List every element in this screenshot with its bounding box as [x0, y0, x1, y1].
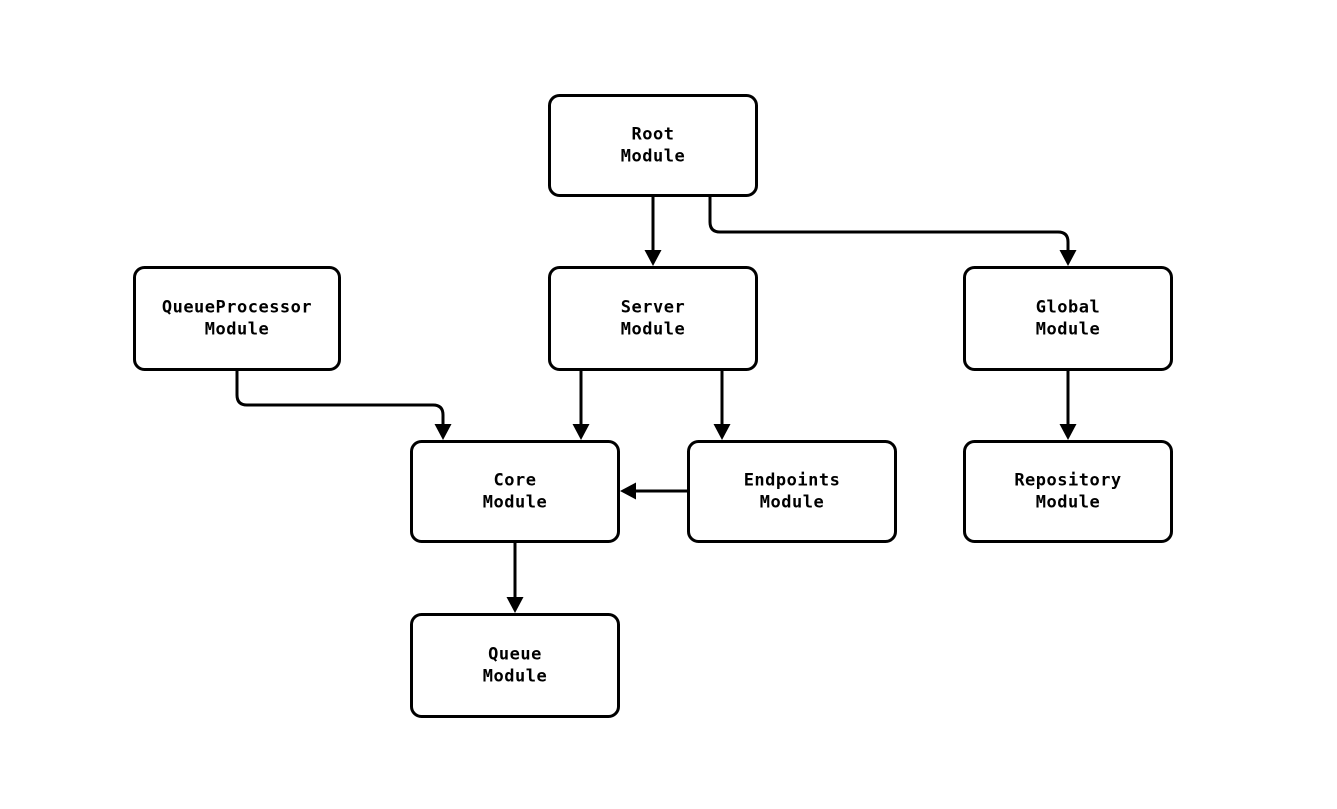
edge-line — [708, 197, 1070, 250]
node-label-line2: Module — [760, 493, 824, 513]
arrowhead-icon — [572, 424, 590, 440]
arrowhead-icon — [644, 250, 662, 266]
node-label-line1: Global — [1036, 298, 1100, 318]
node-label-line1: Core — [494, 471, 537, 491]
node-box[interactable] — [133, 266, 341, 371]
node-label-line1: Endpoints — [744, 471, 841, 491]
node-box[interactable] — [548, 94, 758, 197]
node-label-line2: Module — [1036, 320, 1100, 340]
node-label-line1: Root — [632, 125, 675, 145]
edge-root-to-server — [644, 197, 662, 266]
arrowhead-icon — [506, 597, 524, 613]
nodes-layer: RootModuleQueueProcessorModuleServerModu… — [133, 94, 1173, 718]
node-box[interactable] — [687, 440, 897, 543]
arrowhead-icon — [1059, 250, 1077, 266]
node-label-line2: Module — [621, 147, 685, 167]
node-label-line1: QueueProcessor — [162, 298, 312, 318]
node-label-line2: Module — [205, 320, 269, 340]
node-label-line1: Repository — [1014, 471, 1121, 491]
arrowhead-icon — [620, 482, 636, 500]
edge-server-to-endpoints — [713, 371, 731, 440]
node-label-line2: Module — [621, 320, 685, 340]
node-box[interactable] — [963, 440, 1173, 543]
edge-line — [235, 371, 445, 424]
node-label-line2: Module — [483, 493, 547, 513]
edge-global-to-repository — [1059, 371, 1077, 440]
edge-queueprocessor-to-core — [235, 371, 452, 440]
node-box[interactable] — [410, 613, 620, 718]
node-box[interactable] — [963, 266, 1173, 371]
edge-server-to-core — [572, 371, 590, 440]
node-label-line1: Queue — [488, 645, 542, 665]
node-label-line1: Server — [621, 298, 685, 318]
edges-layer — [235, 197, 1077, 613]
edge-endpoints-to-core — [620, 482, 687, 500]
edge-root-to-global — [708, 197, 1077, 266]
arrowhead-icon — [713, 424, 731, 440]
node-label-line2: Module — [483, 667, 547, 687]
arrowhead-icon — [1059, 424, 1077, 440]
node-label-line2: Module — [1036, 493, 1100, 513]
node-box[interactable] — [410, 440, 620, 543]
edge-core-to-queue — [506, 543, 524, 613]
node-box[interactable] — [548, 266, 758, 371]
arrowhead-icon — [434, 424, 452, 440]
